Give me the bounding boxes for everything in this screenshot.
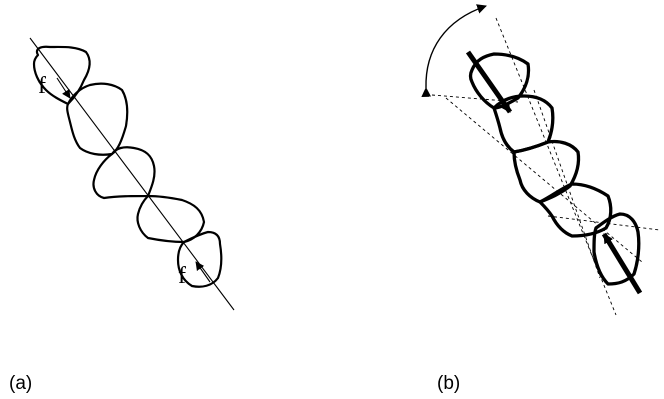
panel-label-b: (b) [437, 373, 460, 394]
grain-3 [514, 141, 579, 202]
grain-4 [137, 196, 204, 242]
panel-label-a: (a) [9, 373, 32, 394]
dashed-line-4 [446, 98, 642, 262]
grain-4 [540, 184, 611, 236]
panel-b [426, 6, 660, 315]
force-arrow-bottom [196, 262, 210, 282]
rotation-arrow [426, 6, 486, 88]
force-label-top: f [38, 73, 46, 99]
dashed-line-2 [534, 90, 600, 278]
force-label-bottom: f [178, 263, 186, 289]
grain-2 [67, 84, 127, 155]
panel-a: f f [30, 38, 234, 310]
force-chain-axis [30, 38, 234, 310]
